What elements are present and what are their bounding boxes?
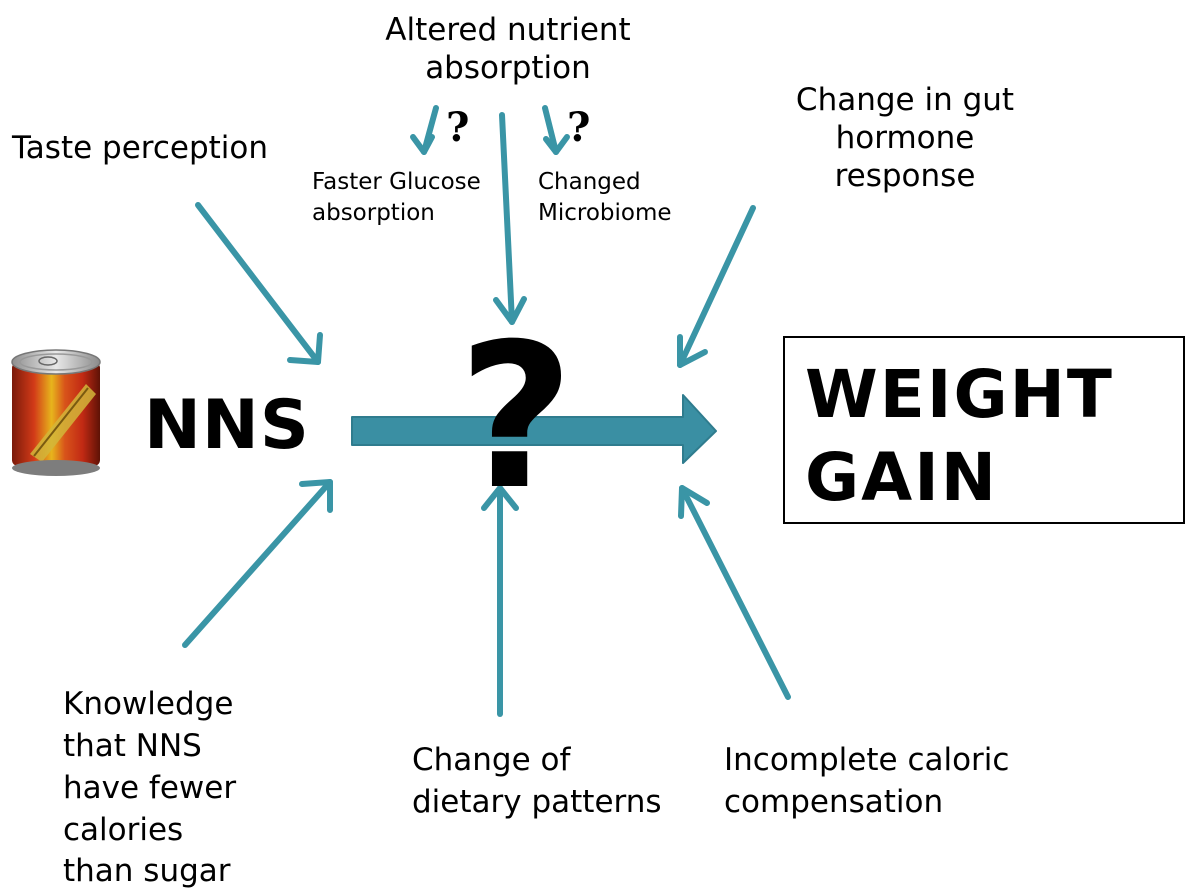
- factor-nutrient-absorption: Altered nutrient absorption: [374, 12, 642, 88]
- unknown-mechanism-mark: ?: [446, 318, 586, 518]
- factor-taste-perception: Taste perception: [12, 130, 268, 168]
- arrow-knowledge: [185, 482, 330, 645]
- outcome-label-line: WEIGHT: [805, 354, 1114, 437]
- arrow-hormone: [680, 208, 753, 365]
- factor-nutrient-absorption-line: Altered nutrient: [374, 12, 642, 50]
- factor-knowledge-line: than sugar: [63, 851, 236, 893]
- factor-knowledge-line: that NNS: [63, 726, 236, 768]
- factor-knowledge-line: Knowledge: [63, 684, 236, 726]
- factor-dietary-patterns: Change of dietary patterns: [412, 740, 662, 824]
- factor-dietary-line: dietary patterns: [412, 782, 662, 824]
- subfactor-microbiome-line: Microbiome: [538, 198, 672, 229]
- subfactor-microbiome: Changed Microbiome: [538, 167, 672, 229]
- factor-knowledge-line: calories: [63, 810, 236, 852]
- factor-caloric-compensation: Incomplete caloric compensation: [724, 740, 1009, 824]
- subfactor-glucose-absorption: Faster Glucose absorption: [312, 167, 481, 229]
- subfactor-microbiome-line: Changed: [538, 167, 672, 198]
- source-label-nns: NNS: [144, 392, 310, 460]
- arrow-microbiome: [545, 108, 567, 152]
- outcome-box: WEIGHT GAIN: [783, 336, 1185, 524]
- factor-gut-hormone-line: Change in gut hormone: [722, 82, 1088, 158]
- factor-knowledge-line: have fewer: [63, 768, 236, 810]
- arrow-glucose: [413, 108, 436, 152]
- factor-dietary-line: Change of: [412, 740, 662, 782]
- subfactor-glucose-line: absorption: [312, 198, 481, 229]
- factor-gut-hormone-line: response: [722, 158, 1088, 196]
- arrow-compensation: [681, 488, 788, 697]
- factor-nutrient-absorption-line: absorption: [374, 50, 642, 88]
- factor-compensation-line: compensation: [724, 782, 1009, 824]
- factor-compensation-line: Incomplete caloric: [724, 740, 1009, 782]
- arrow-absorption: [496, 115, 524, 322]
- subfactor-glucose-line: Faster Glucose: [312, 167, 481, 198]
- factor-gut-hormone: Change in gut hormone response: [722, 82, 1088, 195]
- uncertain-mark-microbiome: ?: [567, 108, 590, 148]
- factor-knowledge: Knowledge that NNS have fewer calories t…: [63, 684, 236, 893]
- uncertain-mark-glucose: ?: [446, 108, 469, 148]
- soda-can-icon: [8, 344, 104, 478]
- outcome-label-line: GAIN: [805, 437, 1114, 520]
- outcome-label: WEIGHT GAIN: [805, 354, 1114, 519]
- arrow-taste: [198, 205, 320, 362]
